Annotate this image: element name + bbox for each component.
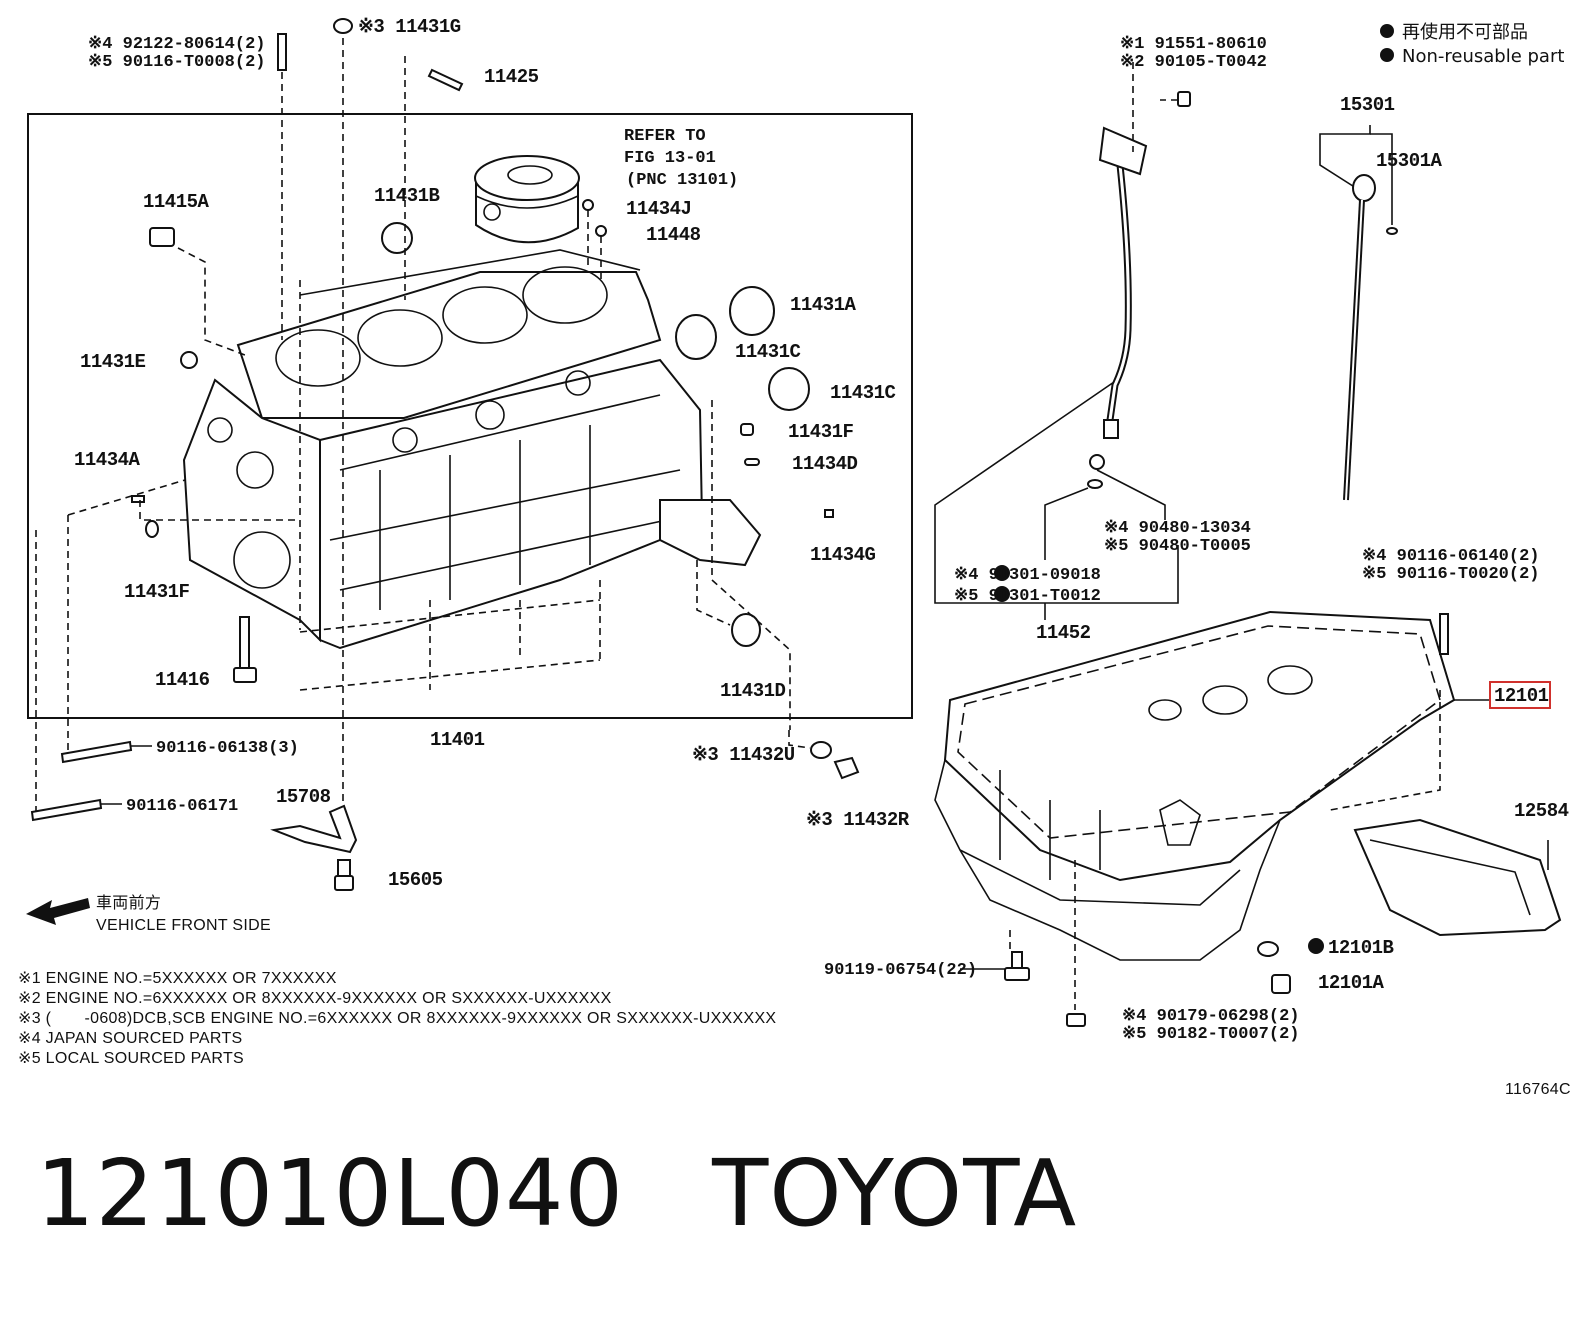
- footnote-3: ※3 ( -0608)DCB,SCB ENGINE NO.=6XXXXXX OR…: [18, 1010, 776, 1027]
- label-12584[interactable]: 12584: [1514, 800, 1569, 822]
- brand-name: TOYOTA: [712, 1140, 1078, 1247]
- label-15301[interactable]: 15301: [1340, 94, 1395, 116]
- label-11431d[interactable]: 11431D: [720, 680, 786, 702]
- pan-fasteners: [960, 941, 1291, 1027]
- label-11448[interactable]: 11448: [646, 224, 701, 246]
- label-11432r[interactable]: ※3 11432R: [806, 809, 910, 831]
- callout-labels: ※4 92122-80614(2) ※5 90116-T0008(2) ※3 1…: [74, 16, 1569, 1044]
- label-11415a[interactable]: 11415A: [143, 191, 210, 213]
- label-92122-80614[interactable]: ※4 92122-80614(2): [88, 35, 265, 54]
- non-reusable-bullet-icon: [1308, 938, 1324, 954]
- label-90105-t0042[interactable]: ※2 90105-T0042: [1120, 53, 1267, 72]
- refer-line-2: FIG 13-01: [624, 149, 716, 168]
- dipstick-15301[interactable]: [1319, 125, 1398, 501]
- engine-block-frame: [27, 113, 913, 719]
- label-15301a[interactable]: 15301A: [1376, 150, 1443, 172]
- label-11431e[interactable]: 11431E: [80, 351, 146, 373]
- non-reusable-bullet-icon: [994, 586, 1010, 602]
- product-caption: 121010L040 TOYOTA: [36, 1140, 1077, 1247]
- label-11434d[interactable]: 11434D: [792, 453, 858, 475]
- label-12101[interactable]: 12101: [1494, 685, 1549, 707]
- legend-bullet-icon: [1380, 24, 1394, 38]
- piston-drawing[interactable]: [474, 155, 580, 244]
- part-number: 121010L040: [36, 1140, 625, 1247]
- label-90179-06298[interactable]: ※4 90179-06298(2): [1122, 1007, 1299, 1026]
- arrow-left-icon: [26, 898, 90, 925]
- vehicle-front-arrow: [26, 898, 90, 925]
- label-90116-06171[interactable]: 90116-06171: [126, 797, 238, 816]
- label-11431g[interactable]: ※3 11431G: [358, 16, 461, 38]
- label-90119-06754[interactable]: 90119-06754(22): [824, 961, 977, 980]
- label-90480-t0005[interactable]: ※5 90480-T0005: [1104, 537, 1251, 556]
- front-side-en: VEHICLE FRONT SIDE: [96, 917, 271, 934]
- footnotes: ※1 ENGINE NO.=5XXXXXX OR 7XXXXXX ※2 ENGI…: [18, 970, 776, 1067]
- label-91551-80610[interactable]: ※1 91551-80610: [1120, 35, 1267, 54]
- legend-jp: 再使用不可部品: [1402, 22, 1528, 43]
- label-11432u[interactable]: ※3 11432U: [692, 744, 795, 766]
- label-90480-13034[interactable]: ※4 90480-13034: [1104, 519, 1251, 538]
- label-90301-t0012[interactable]: ※5 90301-T0012: [954, 587, 1101, 606]
- label-15708[interactable]: 15708: [276, 786, 331, 808]
- baffle-12584[interactable]: [1353, 818, 1562, 937]
- footnote-4: ※4 JAPAN SOURCED PARTS: [18, 1030, 243, 1047]
- refer-line-1: REFER TO: [624, 127, 706, 146]
- label-11431f-right[interactable]: 11431F: [788, 421, 854, 443]
- label-90116-06138[interactable]: 90116-06138(3): [156, 739, 299, 758]
- label-11434g[interactable]: 11434G: [810, 544, 876, 566]
- label-90116-06140[interactable]: ※4 90116-06140(2): [1362, 547, 1539, 566]
- label-11434a[interactable]: 11434A: [74, 449, 141, 471]
- label-11431a[interactable]: 11431A: [790, 294, 857, 316]
- label-90116-t0020[interactable]: ※5 90116-T0020(2): [1362, 565, 1539, 584]
- label-12101a[interactable]: 12101A: [1318, 972, 1385, 994]
- drain-plugs-11432: [788, 730, 860, 780]
- non-reusable-bullet-icon: [994, 565, 1010, 581]
- footnote-2: ※2 ENGINE NO.=6XXXXXX OR 8XXXXXX-9XXXXXX…: [18, 990, 612, 1007]
- label-11431c-upper[interactable]: 11431C: [735, 341, 801, 363]
- long-studs: [30, 740, 152, 822]
- legend: 再使用不可部品 Non-reusable part: [1380, 22, 1564, 67]
- label-11431b[interactable]: 11431B: [374, 185, 440, 207]
- label-90182-t0007[interactable]: ※5 90182-T0007(2): [1122, 1025, 1299, 1044]
- label-11431f-left[interactable]: 11431F: [124, 581, 190, 603]
- label-90301-09018[interactable]: ※4 90301-09018: [954, 566, 1101, 585]
- label-11431c-lower[interactable]: 11431C: [830, 382, 896, 404]
- front-side-jp: 車両前方: [96, 894, 161, 912]
- diagram-id: 116764C: [1505, 1081, 1571, 1098]
- dipstick-guide[interactable]: [934, 62, 1191, 620]
- label-11401[interactable]: 11401: [430, 729, 485, 751]
- label-90116-t0008[interactable]: ※5 90116-T0008(2): [88, 53, 265, 72]
- bracket-15708[interactable]: [270, 804, 358, 891]
- oil-pan-12101[interactable]: [934, 610, 1490, 1010]
- label-11452[interactable]: 11452: [1036, 622, 1091, 644]
- legend-en: Non-reusable part: [1402, 46, 1564, 67]
- footnote-5: ※5 LOCAL SOURCED PARTS: [18, 1050, 244, 1067]
- label-15605[interactable]: 15605: [388, 869, 443, 891]
- label-11425[interactable]: 11425: [484, 66, 539, 88]
- block-leaders: [35, 38, 791, 820]
- part-12101-highlight: [1489, 681, 1551, 709]
- cylinder-block-drawing[interactable]: [182, 249, 762, 650]
- refer-line-3[interactable]: (PNC 13101): [626, 171, 738, 190]
- label-11416[interactable]: 11416: [155, 669, 210, 691]
- footnote-1: ※1 ENGINE NO.=5XXXXXX OR 7XXXXXX: [18, 970, 337, 987]
- legend-bullet-icon: [1380, 48, 1394, 62]
- label-11434j[interactable]: 11434J: [626, 198, 692, 220]
- label-12101b[interactable]: 12101B: [1328, 937, 1394, 959]
- block-small-parts: [131, 18, 834, 683]
